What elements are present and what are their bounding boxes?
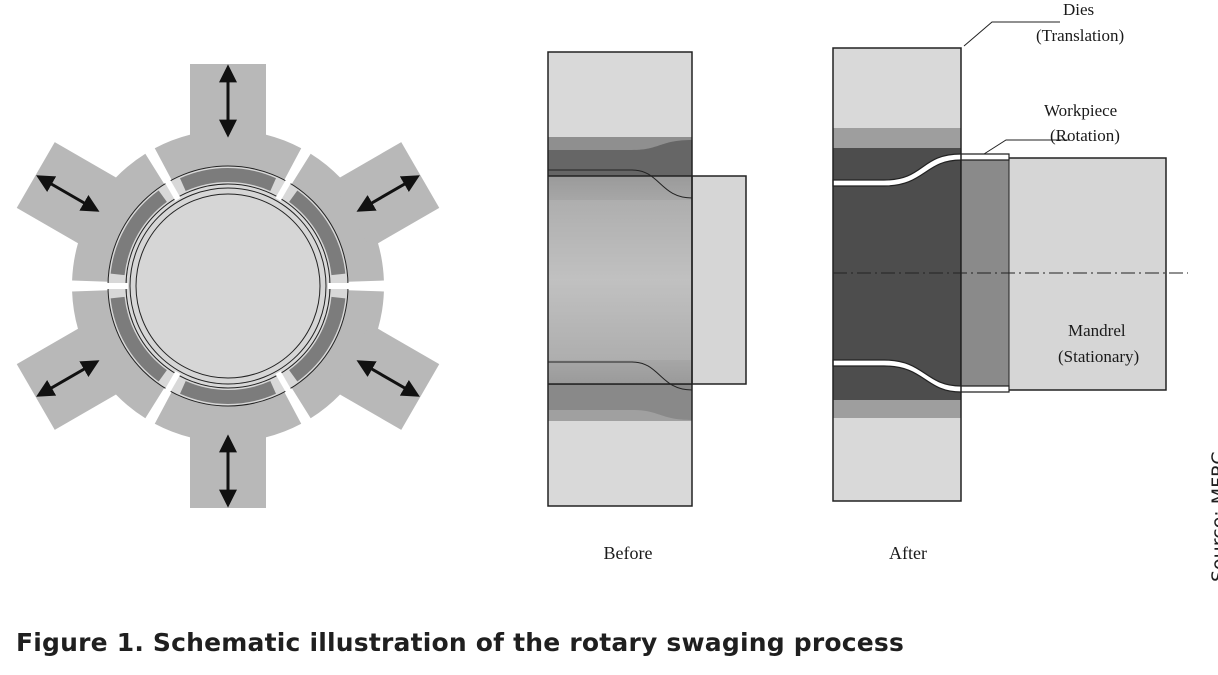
die-gap [275, 371, 311, 427]
before-bore-center [548, 200, 692, 360]
die-pad [289, 190, 346, 276]
translation-arrow [356, 360, 420, 397]
dies-leader [963, 21, 1060, 47]
before-section [547, 51, 747, 507]
workpiece-label: Workpiece [1044, 101, 1117, 120]
die-sector [291, 153, 384, 282]
mandrel-circle [135, 193, 321, 379]
die-segments [16, 64, 440, 508]
die-sector [72, 290, 165, 419]
translation-arrow [356, 175, 420, 212]
before-mandrel [691, 175, 747, 385]
die-gap [145, 145, 181, 201]
die-pads [110, 168, 346, 405]
after-workpiece-overlap [960, 157, 1010, 391]
after-upper-wall [832, 153, 1010, 187]
die-gap [145, 371, 181, 427]
lower-die-taper [548, 385, 692, 423]
workpiece-label-sub: (Rotation) [1050, 126, 1120, 145]
lower-die-block [548, 421, 692, 506]
after-lower-wall [832, 359, 1010, 393]
after-upper-die-block [833, 48, 961, 128]
after-lower-die-mid [833, 400, 961, 418]
dies-label: Dies [1063, 0, 1094, 19]
die-segment [16, 142, 165, 282]
translation-arrow [36, 175, 100, 212]
die-segment [154, 64, 302, 181]
die-segment [291, 142, 440, 282]
figure-caption: Figure 1. Schematic illustration of the … [16, 628, 905, 657]
upper-die-contour [548, 140, 692, 176]
source-credit: Source: MFRC [1208, 451, 1218, 582]
die-segment [154, 391, 302, 508]
die-gaps [68, 145, 388, 427]
after-outline [832, 47, 962, 502]
dies-label-sub: (Translation) [1036, 26, 1124, 45]
before-outline [547, 51, 693, 507]
die-pad [289, 296, 346, 382]
radial-die-cross-section [16, 64, 440, 508]
workpiece-leader [983, 139, 1070, 155]
before-label: Before [604, 543, 653, 563]
mandrel-label: Mandrel [1068, 321, 1126, 340]
die-segment [16, 290, 165, 430]
die-pad [110, 190, 167, 276]
die-gap [275, 145, 311, 201]
translation-arrow [36, 360, 100, 397]
upper-die-block [548, 52, 692, 139]
die-segment [291, 290, 440, 430]
after-dark-body [833, 148, 961, 400]
die-pad [110, 296, 167, 382]
after-label: After [889, 543, 927, 563]
die-pad [180, 168, 276, 191]
die-sector [291, 290, 384, 419]
mandrel-label-sub: (Stationary) [1058, 347, 1139, 366]
after-upper-die-mid [833, 128, 961, 148]
die-sector [72, 153, 165, 282]
after-section [832, 21, 1188, 502]
die-pad [180, 381, 276, 405]
after-lower-die-block [833, 418, 961, 501]
